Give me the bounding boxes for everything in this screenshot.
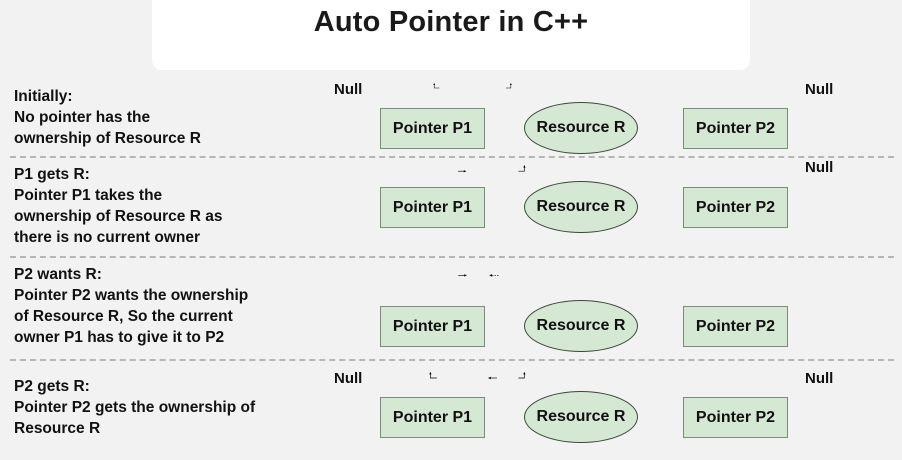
row-p2-gets-r: P2 gets R: Pointer P2 gets the ownership… xyxy=(0,368,902,460)
row-caption-p2-wants-r: P2 wants R: Pointer P2 wants the ownersh… xyxy=(14,264,334,348)
p1-to-r-arrowhead xyxy=(464,274,467,277)
null-label-right: Null xyxy=(805,159,834,176)
row-line: ownership of Resource R xyxy=(14,130,201,147)
pointer-p2-box[interactable]: Pointer P2 xyxy=(683,397,788,438)
row-caption-p2-gets-r: P2 gets R: Pointer P2 gets the ownership… xyxy=(14,376,334,439)
row-heading: P1 gets R: xyxy=(14,166,90,183)
pointer-p2-box[interactable]: Pointer P2 xyxy=(683,108,788,149)
row-line: Resource R xyxy=(14,420,101,437)
pointer-p1-box[interactable]: Pointer P1 xyxy=(380,306,485,347)
row-line: ownership of Resource R as xyxy=(14,208,223,225)
pointer-p2-box[interactable]: Pointer P2 xyxy=(683,306,788,347)
null-label-left: Null xyxy=(334,370,363,387)
row-line: owner P1 has to give it to P2 xyxy=(14,329,225,346)
row-heading: P2 gets R: xyxy=(14,378,90,395)
row-line: Pointer P1 takes the xyxy=(14,187,163,204)
pointer-p1-box[interactable]: Pointer P1 xyxy=(380,108,485,149)
p1-null-arrow-line xyxy=(430,373,437,379)
p2-null-arrowhead xyxy=(523,165,526,168)
row-line: Pointer P2 wants the ownership xyxy=(14,287,249,304)
null-label-right: Null xyxy=(805,81,834,98)
row-initially: Initially: No pointer has the ownership … xyxy=(0,80,902,155)
pointer-p1-box[interactable]: Pointer P1 xyxy=(380,397,485,438)
p2-to-r-arrowhead xyxy=(489,274,493,277)
pointer-p1-box[interactable]: Pointer P1 xyxy=(380,187,485,228)
row-separator-2 xyxy=(10,256,894,258)
p1-to-r-arrowhead xyxy=(463,170,467,173)
p1-null-arrow-line xyxy=(433,84,440,89)
row-separator-3 xyxy=(10,359,894,361)
p2-null-arrowhead xyxy=(509,82,512,86)
pointer-p2-box[interactable]: Pointer P2 xyxy=(683,187,788,228)
row-line: there is no current owner xyxy=(14,229,201,246)
row-heading: P2 wants R: xyxy=(14,266,102,283)
row-line: of Resource R, So the current xyxy=(14,308,233,325)
title-panel: Auto Pointer in C++ xyxy=(152,0,750,70)
page-title: Auto Pointer in C++ xyxy=(313,6,589,38)
p2-null-arrow-line xyxy=(505,84,512,89)
p2-null-arrowhead xyxy=(523,371,526,375)
p1-null-arrowhead xyxy=(429,371,432,375)
resource-r-node[interactable]: Resource R xyxy=(524,300,638,352)
resource-r-node[interactable]: Resource R xyxy=(524,181,638,233)
row-caption-p1-gets-r: P1 gets R: Pointer P1 takes the ownershi… xyxy=(14,164,334,248)
null-label-left: Null xyxy=(334,81,363,98)
p2-null-arrow-line xyxy=(518,167,525,172)
p1-null-arrowhead xyxy=(433,82,436,86)
p2-to-r-arrowhead xyxy=(488,376,491,380)
p2-null-arrow-line xyxy=(518,373,525,379)
row-line: No pointer has the xyxy=(14,109,151,126)
resource-r-node[interactable]: Resource R xyxy=(524,391,638,443)
row-separator-1 xyxy=(10,156,894,158)
row-line: Pointer P2 gets the ownership of xyxy=(14,399,256,416)
resource-r-node[interactable]: Resource R xyxy=(524,102,638,154)
row-p2-wants-r: P2 wants R: Pointer P2 wants the ownersh… xyxy=(0,262,902,357)
null-label-right: Null xyxy=(805,370,834,387)
row-heading: Initially: xyxy=(14,88,73,105)
row-p1-gets-r: P1 gets R: Pointer P1 takes the ownershi… xyxy=(0,159,902,254)
row-caption-initially: Initially: No pointer has the ownership … xyxy=(14,86,334,149)
